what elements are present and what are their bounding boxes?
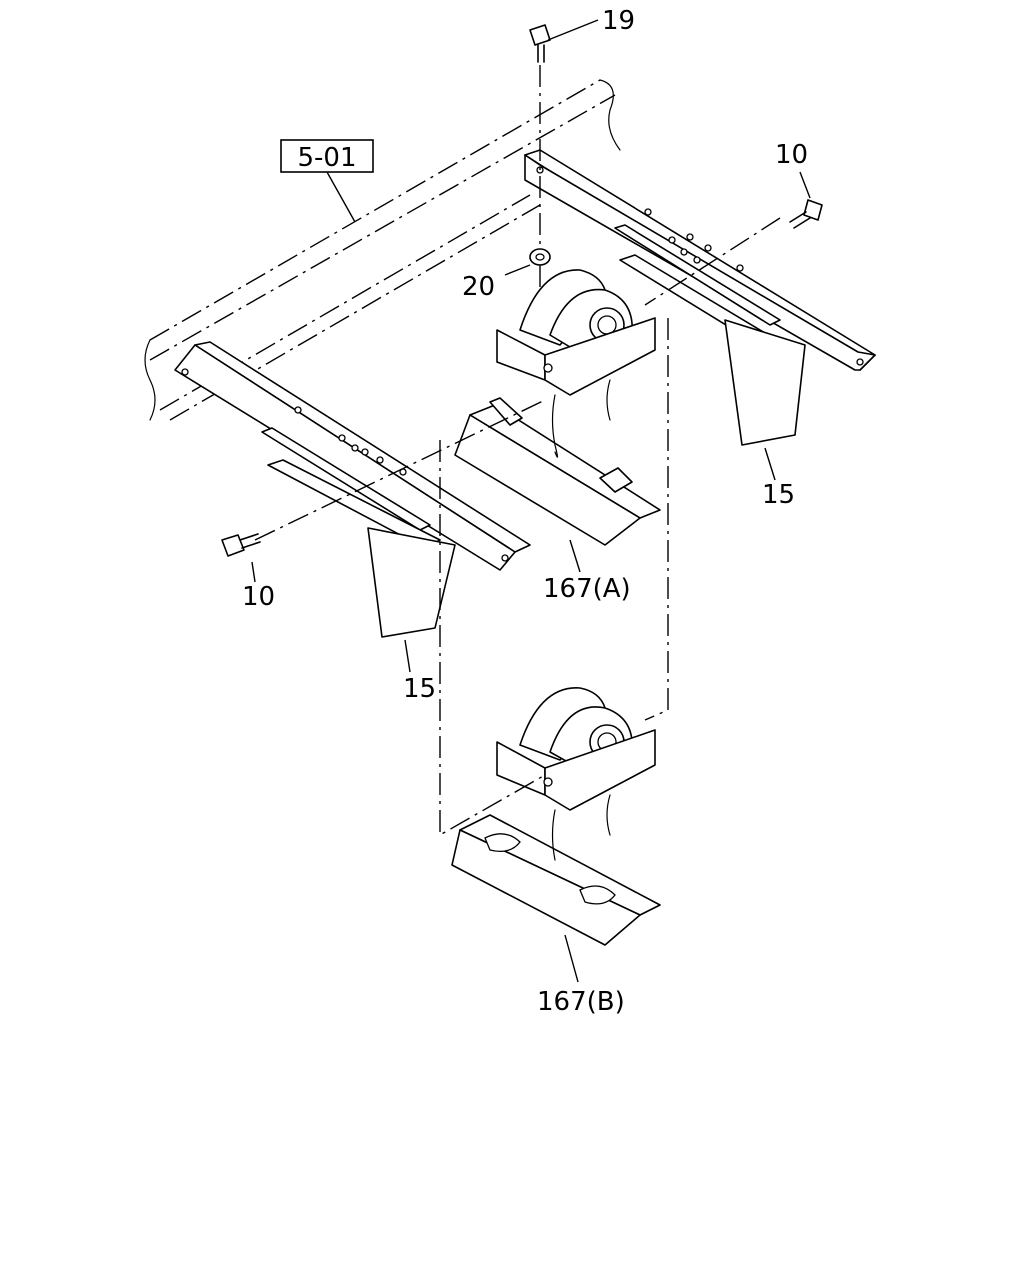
bracket-right <box>614 224 806 446</box>
callout-label: 19 <box>602 6 635 36</box>
pulley-winch-a <box>496 269 656 458</box>
callout-leaders <box>251 19 811 983</box>
pulley-winch-b <box>496 687 656 861</box>
reference-box[interactable]: 5-01 <box>280 139 374 173</box>
reference-leader <box>326 171 356 223</box>
crossmember-right <box>524 149 876 371</box>
assembly-lines <box>254 65 781 837</box>
frame-rail <box>144 79 621 421</box>
callout-label: 15 <box>403 674 436 704</box>
bolt-icon <box>529 24 551 63</box>
bracket-left <box>261 427 456 638</box>
callout-label: 20 <box>462 272 495 302</box>
callout-label: 10 <box>242 582 275 612</box>
nut-icon <box>529 248 551 266</box>
reference-label: 5-01 <box>297 143 356 173</box>
bolt-icon <box>789 199 823 229</box>
callout-label: 167(A) <box>543 574 631 604</box>
bolt-icon <box>221 533 261 557</box>
callout-label: 10 <box>775 140 808 170</box>
tire-carrier-b <box>451 814 661 946</box>
tire-carrier-a <box>454 397 661 546</box>
callout-label: 167(B) <box>537 987 625 1017</box>
callout-label: 15 <box>762 480 795 510</box>
